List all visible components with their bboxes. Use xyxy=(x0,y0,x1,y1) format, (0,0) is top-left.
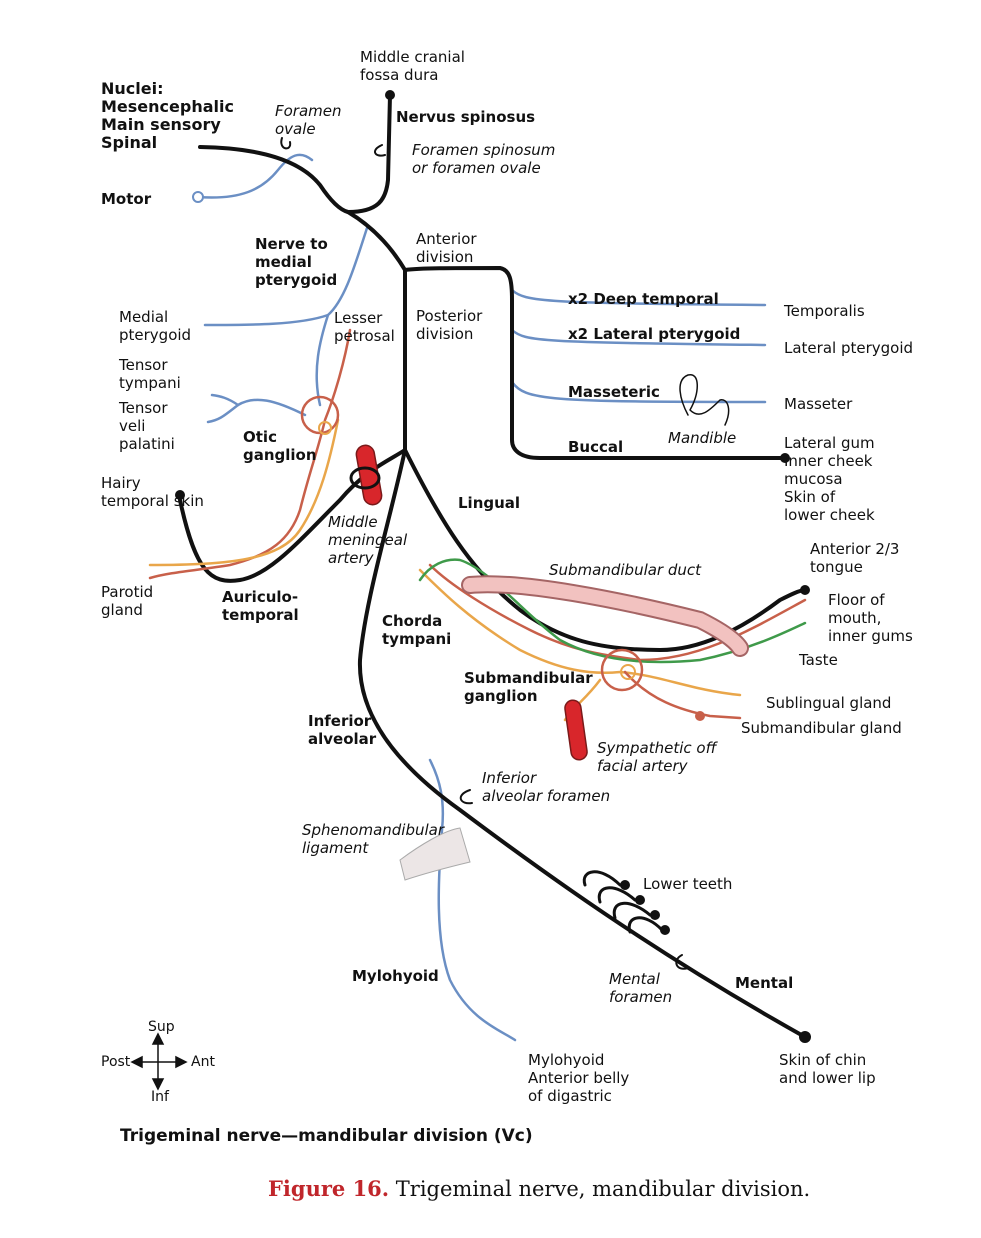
label-tensor-veli-palatini: Tensor veli palatini xyxy=(119,399,175,453)
label-mandible: Mandible xyxy=(668,429,737,447)
anterior-division xyxy=(403,266,787,460)
label-lower-teeth: Lower teeth xyxy=(643,875,733,893)
inferior-alveolar-nerve xyxy=(357,448,807,1039)
label-sphenomandibular-ligament: Sphenomandibular ligament xyxy=(302,821,445,857)
facial-artery-shape xyxy=(564,699,588,761)
label-parotid-gland: Parotid gland xyxy=(101,583,154,619)
label-masseteric: Masseteric xyxy=(568,383,660,401)
otic-ganglion-shape xyxy=(300,395,340,435)
mandible-outline xyxy=(679,374,730,426)
label-anterior-division: Anterior division xyxy=(416,230,477,266)
label-nuclei: Nuclei: Mesencephalic Main sensory Spina… xyxy=(101,79,234,152)
label-inferior-alveolar-foramen: Inferior alveolar foramen xyxy=(482,769,611,805)
label-motor: Motor xyxy=(101,190,152,208)
label-deep-temporal: x2 Deep temporal xyxy=(568,290,719,308)
label-otic-ganglion: Otic ganglion xyxy=(243,428,317,464)
deep-temporal-branch xyxy=(510,288,767,307)
label-hairy-temporal-skin: Hairy temporal skin xyxy=(101,474,204,510)
label-mental: Mental xyxy=(735,974,794,992)
compass-inf: Inf xyxy=(151,1089,169,1105)
label-foramen-ovale: Foramen ovale xyxy=(275,102,342,138)
label-lesser-petrosal: Lesser petrosal xyxy=(334,309,395,345)
label-lingual: Lingual xyxy=(458,494,521,512)
label-sympathetic: Sympathetic off facial artery xyxy=(597,739,717,775)
sphenomandibular-ligament-shape xyxy=(399,827,471,881)
figure-caption: Figure 16. Trigeminal nerve, mandibular … xyxy=(268,1176,810,1201)
label-submandibular-duct: Submandibular duct xyxy=(549,561,702,579)
label-submandibular-gland: Submandibular gland xyxy=(741,719,902,737)
label-skin-of-chin: Skin of chin and lower lip xyxy=(779,1051,876,1087)
nuclei-root xyxy=(198,145,350,214)
foramen-loops xyxy=(280,137,689,970)
tensor-branches xyxy=(206,398,307,424)
label-floor-of-mouth: Floor of mouth, inner gums xyxy=(828,591,913,645)
diagram-caption: Trigeminal nerve—mandibular division (Vc… xyxy=(120,1126,533,1146)
label-foramen-spinosum: Foramen spinosum or foramen ovale xyxy=(412,141,556,177)
label-chorda-tympani: Chorda tympani xyxy=(382,612,452,648)
medial-pterygoid-branch-to-ganglion xyxy=(315,313,330,407)
label-mylohyoid-targets: Mylohyoid Anterior belly of digastric xyxy=(528,1051,630,1105)
label-temporalis: Temporalis xyxy=(784,302,865,320)
compass-sup: Sup xyxy=(148,1019,175,1035)
label-inferior-alveolar: Inferior alveolar xyxy=(308,712,377,748)
chorda-tympani-orange xyxy=(418,568,742,697)
compass-ant: Ant xyxy=(191,1054,215,1070)
label-taste: Taste xyxy=(799,651,838,669)
compass-post: Post xyxy=(101,1054,131,1070)
lingual-nerve xyxy=(403,448,807,652)
label-middle-cranial-fossa-dura: Middle cranial fossa dura xyxy=(360,48,465,84)
label-tensor-tympani: Tensor tympani xyxy=(119,356,181,392)
main-trunk xyxy=(346,210,407,272)
submandibular-ganglion-shape xyxy=(600,648,644,692)
compass xyxy=(130,1032,188,1091)
motor-branches xyxy=(196,153,767,1042)
label-auriculotemporal: Auriculo- temporal xyxy=(222,588,299,624)
label-medial-pterygoid: Medial pterygoid xyxy=(119,308,192,344)
figure-number: Figure 16. xyxy=(268,1176,390,1201)
label-buccal: Buccal xyxy=(568,438,624,456)
label-nerve-to-medial-pterygoid: Nerve to medial pterygoid xyxy=(255,235,338,289)
lower-teeth-hooks xyxy=(582,870,664,934)
label-mental-foramen: Mental foramen xyxy=(609,970,673,1006)
motor-root xyxy=(196,153,314,199)
label-middle-meningeal-artery: Middle meningeal artery xyxy=(328,513,408,567)
endpoint-dots xyxy=(175,90,811,1043)
label-buccal-targets: Lateral gum Inner cheek mucosa Skin of l… xyxy=(784,434,875,524)
masseteric-branch xyxy=(510,380,767,404)
lesser-petrosal xyxy=(148,328,352,580)
lateral-pterygoid-branch xyxy=(510,328,767,347)
label-posterior-division: Posterior division xyxy=(416,307,483,343)
sensory-branches xyxy=(178,93,807,1039)
label-sublingual-gland: Sublingual gland xyxy=(766,694,892,712)
nervus-spinosus xyxy=(346,93,392,214)
label-masseter: Masseter xyxy=(784,395,853,413)
label-anterior-tongue: Anterior 2/3 tongue xyxy=(810,540,900,576)
autonomic-fibers xyxy=(148,328,807,722)
label-nervus-spinosus: Nervus spinosus xyxy=(396,108,536,126)
label-submandibular-ganglion: Submandibular ganglion xyxy=(464,669,593,705)
label-mylohyoid: Mylohyoid xyxy=(352,967,439,985)
figure-text: Trigeminal nerve, mandibular division. xyxy=(389,1177,811,1201)
label-lateral-pterygoid: Lateral pterygoid xyxy=(784,339,914,357)
label-lateral-pterygoid-nerve: x2 Lateral pterygoid xyxy=(568,325,741,343)
